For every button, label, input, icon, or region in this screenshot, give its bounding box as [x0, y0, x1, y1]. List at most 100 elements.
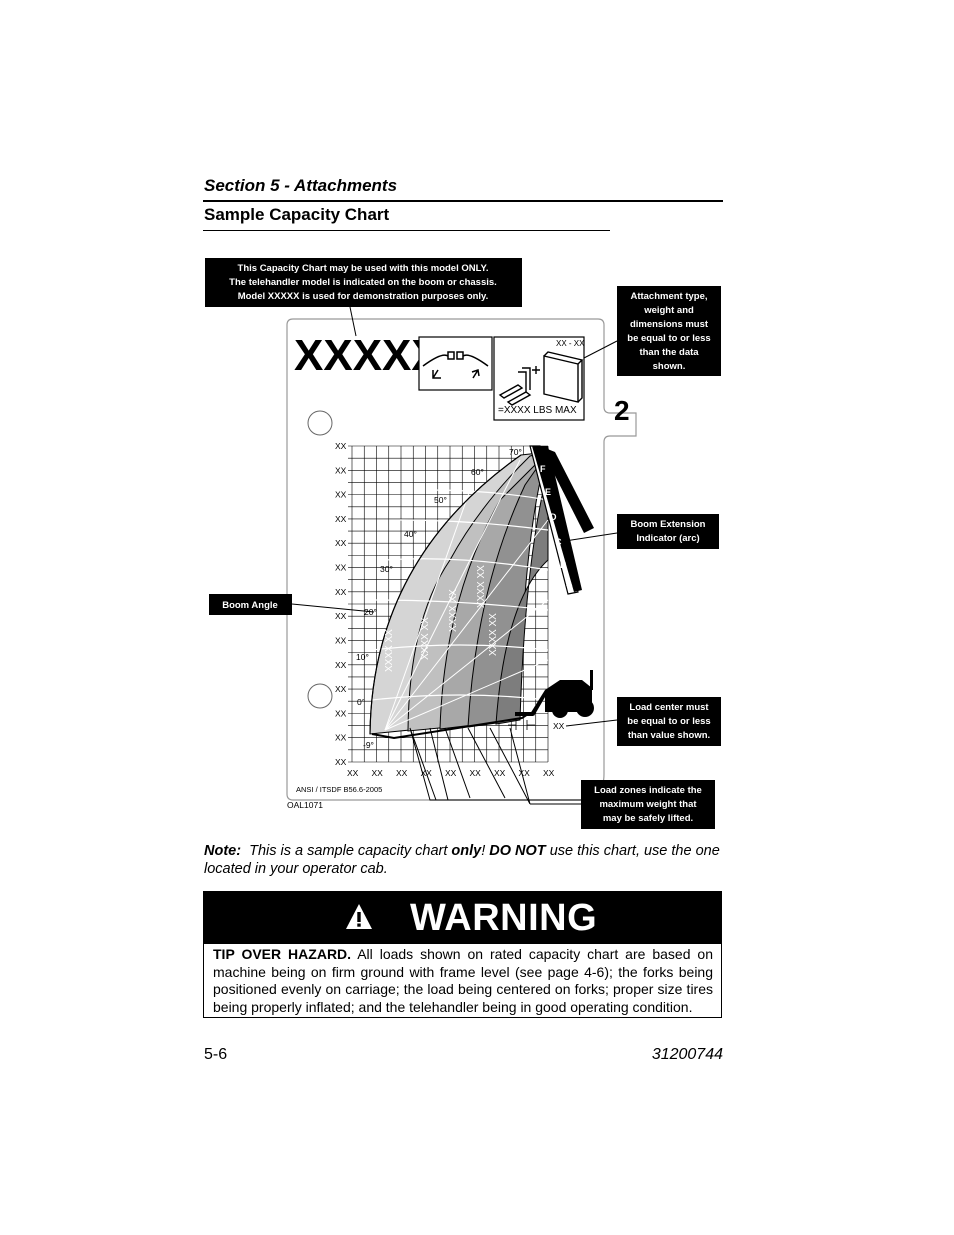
x-tick-label: XX [543, 768, 555, 778]
warning-triangle-icon [346, 904, 372, 929]
angle-0: 0° [357, 697, 365, 707]
model-label: XXXXX [294, 331, 441, 380]
warning-title: WARNING [410, 897, 598, 939]
callout-load-zones: Load zones indicate the maximum weight t… [409, 727, 715, 829]
y-tick-label: XX [335, 587, 347, 597]
zone-labels: XXXX XX XXXX XX XXXX XX XXXX XX XXXX XX [384, 565, 499, 672]
callout-load-center: Load center must be equal to or less tha… [565, 697, 721, 746]
svg-text:maximum weight that: maximum weight that [599, 799, 697, 810]
outer-arc [369, 454, 522, 735]
warning-text: TIP OVER HAZARD. All loads shown on rate… [213, 946, 713, 1016]
figure-id: OAL1071 [287, 800, 323, 810]
callout-attachment: Attachment type, weight and dimensions m… [583, 286, 721, 376]
ext-B: B [560, 560, 567, 570]
boom-indicator: F E D C B A [529, 445, 594, 595]
svg-text:This Capacity Chart may be use: This Capacity Chart may be used with thi… [238, 263, 489, 274]
svg-text:Load center must: Load center must [629, 702, 709, 713]
note-text-1: This is a sample capacity chart [249, 843, 448, 859]
svg-text:be equal to or less: be equal to or less [627, 333, 710, 344]
angle-30: 30° [380, 564, 393, 574]
svg-text:Model XXXXX is used for demons: Model XXXXX is used for demonstration pu… [238, 291, 489, 302]
svg-text:weight and: weight and [643, 305, 694, 316]
load-zones [369, 451, 550, 735]
ext-A: A [566, 578, 573, 588]
svg-text:Boom Angle: Boom Angle [222, 600, 278, 611]
angle-40: 40° [404, 529, 417, 539]
zone-label-5: XXXX XX [488, 613, 499, 656]
lbs-max-label: =XXXX LBS MAX [498, 405, 577, 416]
angle-50: 50° [434, 495, 447, 505]
callout-model-only: This Capacity Chart may be used with thi… [205, 258, 522, 337]
mount-hole-top [307, 410, 333, 436]
x-tick-label: XX [347, 768, 359, 778]
ext-D: D [550, 512, 557, 522]
svg-text:than value shown.: than value shown. [628, 730, 710, 741]
y-tick-label: XX [335, 441, 347, 451]
fork-tilt-icon [422, 351, 489, 379]
doc-number: 31200744 [651, 1046, 723, 1063]
x-tick-label: XX [494, 768, 506, 778]
y-tick-label: XX [335, 635, 347, 645]
subsection-title: Sample Capacity Chart [204, 205, 390, 224]
x-tick-label: XX [519, 768, 531, 778]
standard-label: ANSI / ITSDF B56.6-2005 [296, 785, 382, 794]
y-tick-label: XX [335, 490, 347, 500]
subsection-rule [203, 230, 610, 231]
note-only: only [451, 843, 482, 859]
chart-number: 2 [614, 395, 630, 426]
angle-rays [384, 459, 549, 731]
x-tick-label: XX [372, 768, 384, 778]
section-title: Section 5 - Attachments [204, 176, 398, 195]
svg-text:be equal to or less: be equal to or less [627, 716, 710, 727]
svg-text:shown.: shown. [653, 361, 686, 372]
warning-hazard: TIP OVER HAZARD. [213, 946, 352, 962]
load-center-value: XX [553, 721, 565, 731]
y-tick-label: XX [335, 538, 347, 548]
sample-note: Note: This is a sample capacity chart on… [204, 842, 724, 878]
note-bang: ! [481, 843, 486, 859]
zone-label-1: XXXX XX [384, 629, 395, 672]
y-tick-label: XX [335, 684, 347, 694]
svg-text:The telehandler model is indic: The telehandler model is indicated on th… [229, 277, 497, 288]
fork-tilt-box [418, 336, 493, 391]
y-tick-label: XX [335, 465, 347, 475]
warning-header: WARNING [204, 892, 721, 944]
attachment-box [493, 336, 585, 421]
extension-arcs [371, 489, 549, 701]
y-tick-label: XX [335, 708, 347, 718]
attachment-dims: XX - XX [556, 339, 585, 348]
y-tick-label: XX [335, 733, 347, 743]
note-text-2: use this chart, use the one located in y… [204, 843, 720, 877]
angle-70: 70° [509, 447, 522, 457]
ext-C: C [555, 537, 562, 547]
angle-10: 10° [356, 652, 369, 662]
page-number: 5-6 [204, 1046, 228, 1063]
angle-60: 60° [471, 467, 484, 477]
svg-text:Load zones indicate the: Load zones indicate the [594, 785, 702, 796]
svg-text:than the data: than the data [639, 347, 699, 358]
ext-F: F [540, 464, 546, 474]
warning-body: All loads shown on rated capacity chart … [213, 946, 713, 1015]
note-label: Note: [204, 843, 242, 859]
y-tick-label: XX [335, 660, 347, 670]
x-tick-label: XX [445, 768, 457, 778]
svg-text:Boom Extension: Boom Extension [631, 519, 706, 530]
mount-hole-bottom [307, 683, 333, 709]
svg-text:may be safely lifted.: may be safely lifted. [603, 813, 693, 824]
y-tick-label: XX [335, 563, 347, 573]
y-axis-labels: XX XX XX XX XX XX XX XX XX XX XX XX XX XX [335, 441, 347, 767]
y-tick-label: XX [335, 611, 347, 621]
section-rule [203, 200, 723, 202]
y-tick-label: XX [335, 514, 347, 524]
svg-text:Attachment type,: Attachment type, [630, 291, 707, 302]
zone-label-2: XXXX XX [420, 617, 431, 660]
attachment-icon [498, 351, 584, 406]
warning-box: WARNING TIP OVER HAZARD. All loads shown… [203, 891, 722, 1018]
callout-boom-angle: Boom Angle [209, 594, 375, 615]
zone-label-4: XXXX XX [476, 565, 487, 608]
y-tick-label: XX [335, 757, 347, 767]
zone-label-3: XXXX XX [448, 589, 459, 632]
x-tick-label: XX [470, 768, 482, 778]
